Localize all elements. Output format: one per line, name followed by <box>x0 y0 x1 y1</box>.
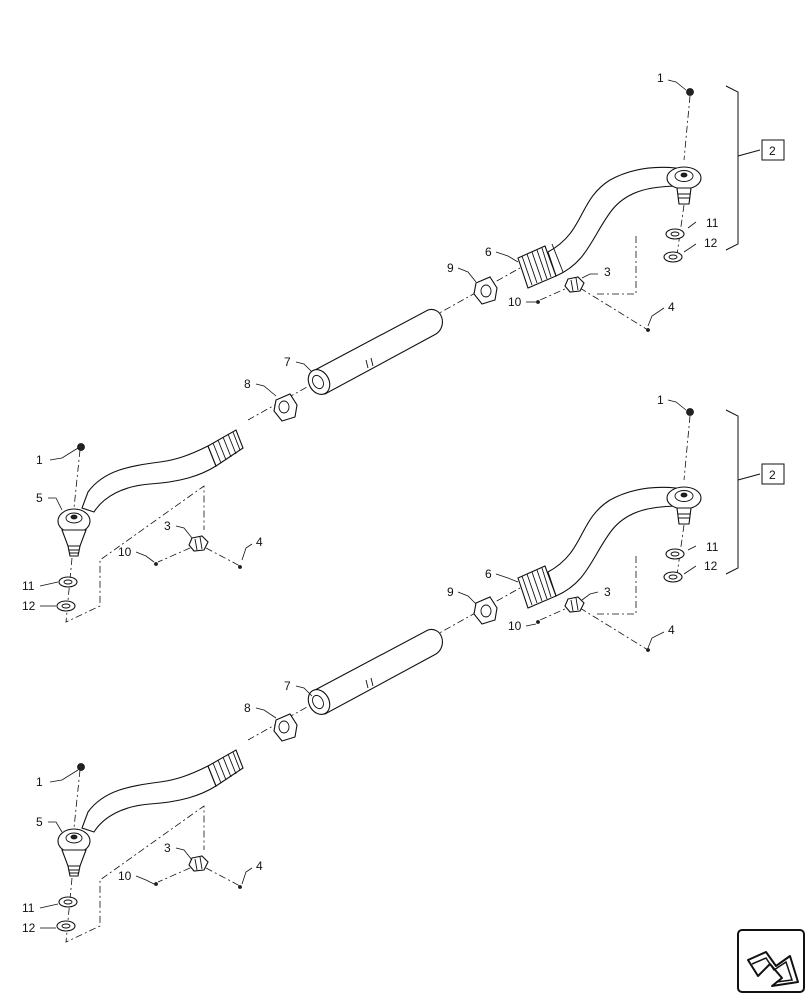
cotter-pin-4 <box>238 885 242 889</box>
adjusting-tube-7 <box>307 629 443 715</box>
callout-4: 4 <box>668 623 675 637</box>
callout-4: 4 <box>256 859 263 873</box>
cotter-pin-4 <box>646 648 650 652</box>
right-tie-rod-end <box>517 166 702 289</box>
assembly-bracket-upper <box>725 85 739 251</box>
callout-11: 11 <box>22 579 35 593</box>
next-page-arrow-icon[interactable] <box>737 929 805 993</box>
callout-1: 1 <box>657 393 664 407</box>
callout-12: 12 <box>704 236 718 250</box>
callout-11: 11 <box>706 540 719 554</box>
callout-labels: 1 2 11 12 6 9 3 10 4 7 8 1 5 3 4 10 11 1… <box>22 71 776 935</box>
callout-5: 5 <box>36 815 43 829</box>
callout-8: 8 <box>244 377 251 391</box>
adjusting-tube-7 <box>307 309 443 395</box>
callout-9: 9 <box>447 261 454 275</box>
washer-12 <box>663 251 683 263</box>
grease-fitting-1 <box>686 408 694 416</box>
callout-1: 1 <box>36 775 43 789</box>
callout-box-2-lower <box>761 463 785 485</box>
callout-11: 11 <box>22 901 35 915</box>
bolt-10 <box>536 300 540 304</box>
castle-nut-3 <box>188 535 209 552</box>
callout-12: 12 <box>22 921 36 935</box>
callout-4: 4 <box>668 300 675 314</box>
assembly-bracket-lower <box>725 409 739 575</box>
callout-7: 7 <box>284 679 291 693</box>
callout-6: 6 <box>485 245 492 259</box>
threaded-shank <box>207 749 244 787</box>
left-tie-rod-end <box>57 429 244 557</box>
jam-nut-8 <box>273 393 298 422</box>
jam-nut-9 <box>473 596 498 625</box>
callout-1: 1 <box>657 71 664 85</box>
castle-nut-3 <box>564 276 585 293</box>
bolt-10 <box>154 562 158 566</box>
callout-10: 10 <box>118 545 132 559</box>
grease-fitting-1 <box>686 88 694 96</box>
callout-10: 10 <box>508 295 522 309</box>
washer-12 <box>663 571 683 583</box>
callout-3: 3 <box>164 841 171 855</box>
castle-nut-3 <box>564 596 585 613</box>
washer-11 <box>58 896 78 908</box>
callout-6: 6 <box>485 567 492 581</box>
callout-box-2-upper <box>761 139 785 161</box>
cotter-pin-4 <box>238 565 242 569</box>
callout-12: 12 <box>22 599 36 613</box>
callout-8: 8 <box>244 701 251 715</box>
grease-fitting-1 <box>77 763 85 771</box>
threaded-shank <box>517 245 557 289</box>
bolt-10 <box>536 620 540 624</box>
callout-7: 7 <box>284 355 291 369</box>
threaded-shank <box>517 565 557 609</box>
callout-3: 3 <box>164 519 171 533</box>
washer-12 <box>56 600 76 612</box>
threaded-shank <box>207 429 244 467</box>
callout-5: 5 <box>36 491 43 505</box>
left-tie-rod-end <box>57 749 244 877</box>
callout-4: 4 <box>256 535 263 549</box>
washer-11 <box>665 548 685 560</box>
castle-nut-3 <box>188 855 209 872</box>
tie-rod-arm <box>81 445 217 513</box>
callout-3: 3 <box>604 265 611 279</box>
callout-10: 10 <box>508 619 522 633</box>
cotter-pin-4 <box>646 328 650 332</box>
grease-fitting-1 <box>77 443 85 451</box>
washer-11 <box>58 576 78 588</box>
callout-2: 2 <box>769 144 776 158</box>
callout-9: 9 <box>447 585 454 599</box>
leaders <box>39 79 697 929</box>
callout-10: 10 <box>118 869 132 883</box>
callout-12: 12 <box>704 559 718 573</box>
tie-rod-arm <box>547 486 683 597</box>
tie-rod-arm <box>547 166 683 277</box>
callout-2: 2 <box>769 468 776 482</box>
bolt-10 <box>154 882 158 886</box>
washer-11 <box>665 228 685 240</box>
jam-nut-8 <box>273 713 298 742</box>
callout-1: 1 <box>36 453 43 467</box>
lower-assembly <box>56 408 702 943</box>
upper-assembly <box>56 88 702 623</box>
callout-3: 3 <box>604 585 611 599</box>
jam-nut-9 <box>473 276 498 305</box>
right-tie-rod-end <box>517 486 702 609</box>
washer-12 <box>56 920 76 932</box>
callout-11: 11 <box>706 216 719 230</box>
tie-rod-arm <box>81 765 217 833</box>
